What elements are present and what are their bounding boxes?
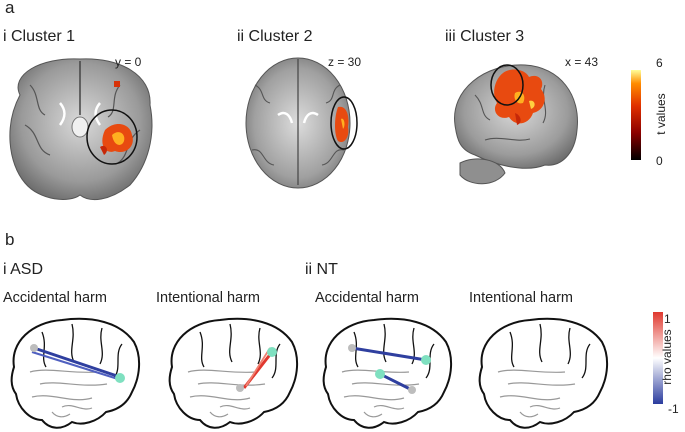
rho-colorbar-min: -1 bbox=[668, 402, 679, 416]
cluster-3-coord: x = 43 bbox=[565, 55, 599, 69]
cluster-1-coord: y = 0 bbox=[115, 55, 142, 69]
nt-group-title: ii NT bbox=[305, 261, 338, 278]
rho-values-colorbar bbox=[653, 312, 663, 404]
axial-brain-slice bbox=[245, 57, 358, 189]
t-colorbar-label: t values bbox=[654, 93, 668, 135]
panel-a-letter: a bbox=[5, 0, 15, 17]
rho-colorbar-max: 1 bbox=[664, 312, 671, 326]
panel-b-letter: b bbox=[5, 230, 15, 249]
brain-nt-accidental bbox=[322, 317, 453, 429]
asd-group-title: i ASD bbox=[3, 261, 44, 278]
brain-nt-intentional bbox=[478, 317, 609, 429]
t-values-colorbar bbox=[631, 70, 641, 160]
asd-intentional-label: Intentional harm bbox=[156, 290, 260, 306]
cluster-1-title: i Cluster 1 bbox=[3, 28, 76, 45]
cluster-2-coord: z = 30 bbox=[328, 55, 362, 69]
t-colorbar-min: 0 bbox=[656, 154, 663, 168]
cluster-3-title: iii Cluster 3 bbox=[445, 28, 525, 45]
sagittal-brain-slice bbox=[454, 64, 578, 185]
brain-asd-intentional bbox=[168, 317, 299, 429]
asd-accidental-label: Accidental harm bbox=[3, 290, 107, 306]
brain-asd-accidental bbox=[10, 317, 141, 429]
coronal-brain-slice bbox=[9, 58, 153, 201]
nt-intentional-label: Intentional harm bbox=[469, 290, 573, 306]
cluster-2-title: ii Cluster 2 bbox=[237, 28, 313, 45]
nt-accidental-label: Accidental harm bbox=[315, 290, 419, 306]
rho-colorbar-label: rho values bbox=[660, 329, 674, 385]
t-colorbar-max: 6 bbox=[656, 56, 663, 70]
